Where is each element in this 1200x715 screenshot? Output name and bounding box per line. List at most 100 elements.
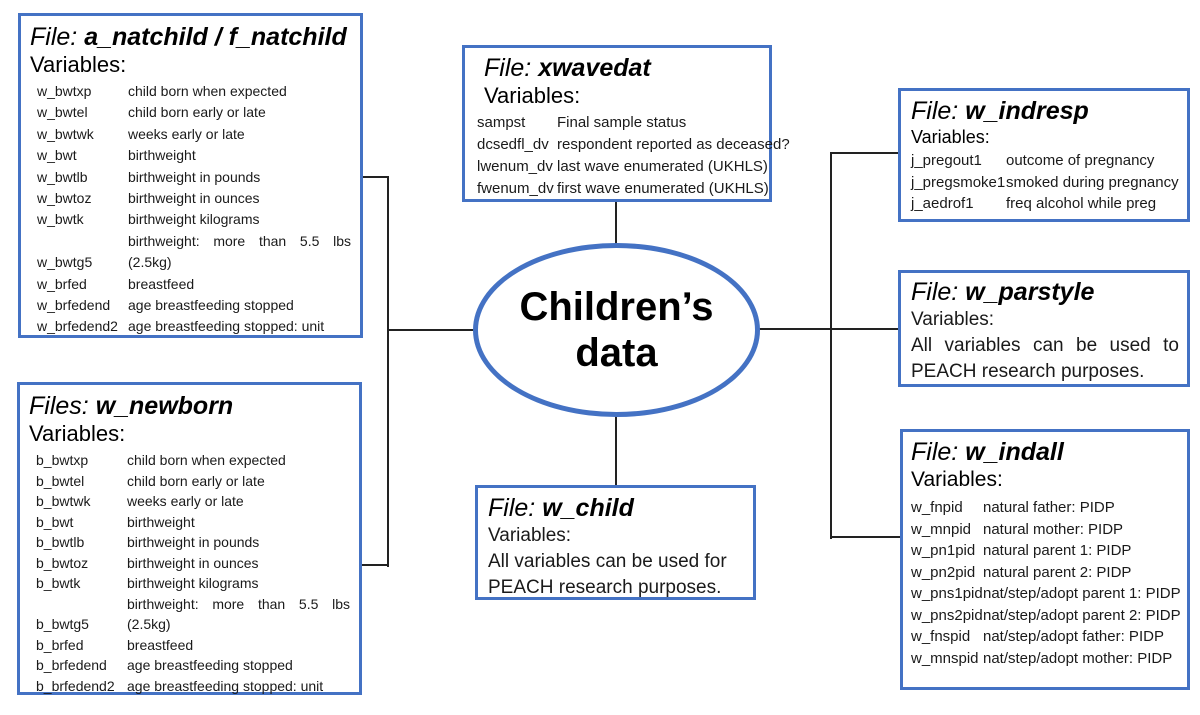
variable-row: b_bwtel child born early or late bbox=[29, 471, 350, 492]
variable-row: b_bwtwk weeks early or late bbox=[29, 491, 350, 512]
file-label: Files: bbox=[29, 392, 96, 420]
file-box-xwavedat: File: xwavedat Variables: sampst Final s… bbox=[462, 45, 790, 202]
center-ellipse: Children’s data bbox=[473, 243, 760, 417]
variables-heading: Variables: bbox=[30, 52, 127, 77]
variable-name: w_pn1pid bbox=[911, 542, 976, 559]
variable-row: j_pregout1 outcome of pregnancy bbox=[911, 150, 1181, 172]
variable-desc: weeks early or late bbox=[128, 125, 245, 142]
variable-row: w_fnspid nat/step/adopt father: PIDP bbox=[911, 626, 1181, 648]
box-body-line: PEACH research purposes. bbox=[488, 577, 722, 598]
variable-row: b_brfedend age breastfeeding stopped bbox=[29, 655, 350, 676]
variable-desc: natural mother: PIDP bbox=[983, 520, 1124, 538]
variable-row: w_pns1pid nat/step/adopt parent 1: PIDP bbox=[911, 583, 1181, 605]
file-name: xwavedat bbox=[538, 54, 651, 82]
variable-name: b_brfedend2 bbox=[36, 677, 115, 694]
file-name: w_parstyle bbox=[965, 278, 1095, 306]
variable-name: w_bwt bbox=[37, 147, 77, 164]
variable-row: birthweight: more than 5.5 lbs bbox=[30, 231, 351, 252]
file-label: File: bbox=[30, 23, 85, 51]
variable-row: b_brfed breastfeed bbox=[29, 635, 350, 656]
connector-right-bottom-stub bbox=[832, 536, 900, 538]
variable-desc: birthweight bbox=[127, 513, 195, 530]
variable-row: w_fnpid natural father: PIDP bbox=[911, 497, 1181, 519]
variable-name: sampst bbox=[477, 114, 526, 131]
variable-row: w_bwtwk weeks early or late bbox=[30, 124, 351, 145]
variable-name: b_bwtxp bbox=[36, 452, 89, 468]
variable-list: sampst Final sample status dcsedfl_dv re… bbox=[477, 112, 790, 200]
variable-desc: birthweight in ounces bbox=[128, 190, 260, 207]
variable-name: w_bwtel bbox=[37, 104, 88, 121]
variable-desc: smoked during pregnancy bbox=[1006, 173, 1179, 191]
variable-desc: child born early or late bbox=[127, 472, 265, 489]
variable-row: w_bwtxp child born when expected bbox=[30, 81, 351, 102]
variable-desc: natural parent 1: PIDP bbox=[983, 542, 1132, 559]
file-name: w_indall bbox=[965, 438, 1064, 466]
connector-right-vertical bbox=[830, 152, 832, 539]
variable-desc: birthweight bbox=[128, 147, 196, 164]
variable-row: j_pregsmoke1 smoked during pregnancy bbox=[911, 172, 1181, 194]
variable-name: b_brfedend bbox=[36, 657, 107, 673]
box-title: File: w_parstyle bbox=[911, 277, 1179, 307]
variable-name: b_bwtg5 bbox=[36, 616, 89, 632]
file-box-newborn: Files: w_newborn Variables: b_bwtxp chil… bbox=[17, 382, 362, 695]
variable-name: w_fnpid bbox=[911, 499, 963, 516]
variable-row: b_bwtxp child born when expected bbox=[29, 450, 350, 471]
file-box-child: File: w_child Variables: All variables c… bbox=[475, 485, 756, 600]
variable-list: b_bwtxp child born when expected b_bwtel… bbox=[29, 450, 350, 696]
variable-row: w_brfed breastfeed bbox=[30, 274, 351, 295]
variable-row: fwenum_dv first wave enumerated (UKHLS) bbox=[477, 178, 769, 200]
variable-desc: age breastfeeding stopped bbox=[128, 297, 294, 314]
file-name: w_child bbox=[542, 494, 634, 522]
variable-name: j_pregsmoke1 bbox=[911, 173, 1006, 191]
variable-desc: child born early or late bbox=[128, 104, 266, 121]
box-title: File: xwavedat bbox=[477, 53, 763, 83]
variable-row: w_pn2pid natural parent 2: PIDP bbox=[911, 562, 1181, 584]
connector-right-top-stub bbox=[832, 152, 898, 154]
variable-desc: breastfeed bbox=[128, 275, 195, 292]
variable-row: w_pns2pid nat/step/adopt parent 2: PIDP bbox=[911, 605, 1181, 627]
variable-name: fwenum_dv bbox=[477, 180, 554, 197]
variable-desc: birthweight in ounces bbox=[127, 554, 259, 571]
variable-desc: birthweight: more than 5.5 lbs bbox=[128, 232, 351, 249]
variable-name: w_bwtg5 bbox=[37, 254, 93, 271]
variable-name: w_pn2pid bbox=[911, 563, 976, 581]
variable-desc: nat/step/adopt father: PIDP bbox=[983, 628, 1164, 645]
variable-row: w_brfedend age breastfeeding stopped bbox=[30, 295, 351, 316]
variable-row: w_bwtlb birthweight in pounds bbox=[30, 167, 351, 188]
variables-heading: Variables: bbox=[29, 421, 126, 446]
variables-heading: Variables: bbox=[911, 127, 990, 147]
file-label: File: bbox=[488, 494, 543, 522]
variable-desc: birthweight kilograms bbox=[127, 575, 259, 591]
variables-heading: Variables: bbox=[488, 525, 572, 546]
variable-desc: nat/step/adopt parent 2: PIDP bbox=[983, 606, 1181, 624]
variable-row: dcsedfl_dv respondent reported as deceas… bbox=[477, 134, 790, 156]
variable-name: w_bwtxp bbox=[37, 83, 92, 99]
variable-row: w_brfedend2 age breastfeeding stopped: u… bbox=[30, 316, 351, 337]
variable-name: w_fnspid bbox=[911, 628, 971, 645]
variable-desc: child born when expected bbox=[128, 83, 287, 99]
variable-row: b_bwtlb birthweight in pounds bbox=[29, 532, 350, 553]
variable-desc: birthweight: more than 5.5 lbs bbox=[127, 595, 350, 612]
variable-desc: outcome of pregnancy bbox=[1006, 152, 1155, 169]
connector-ellipse-to-right bbox=[759, 328, 899, 330]
variable-list: j_pregout1 outcome of pregnancy j_pregsm… bbox=[911, 150, 1181, 215]
variable-desc: nat/step/adopt parent 1: PIDP bbox=[983, 585, 1181, 602]
variable-row: j_aedrof1 freq alcohol while preg bbox=[911, 193, 1181, 215]
variable-row: w_bwtg5 (2.5kg) bbox=[30, 252, 351, 273]
box-body-line: All variables can be used to bbox=[911, 335, 1179, 356]
connector-left-vertical bbox=[387, 176, 389, 567]
variable-row: b_bwtk birthweight kilograms bbox=[29, 573, 350, 594]
variable-row: w_bwt birthweight bbox=[30, 145, 351, 166]
variable-name: w_mnspid bbox=[911, 649, 979, 667]
variable-name: w_brfedend2 bbox=[37, 318, 118, 335]
variable-list: w_fnpid natural father: PIDP w_mnpid nat… bbox=[911, 497, 1181, 669]
variable-name: w_bwtlb bbox=[37, 168, 88, 185]
variable-desc: (2.5kg) bbox=[127, 616, 171, 632]
variable-desc: age breastfeeding stopped: unit bbox=[127, 677, 324, 694]
file-box-indresp: File: w_indresp Variables: j_pregout1 ou… bbox=[898, 88, 1190, 222]
variables-heading: Variables: bbox=[911, 309, 995, 330]
variable-row: w_bwtk birthweight kilograms bbox=[30, 209, 351, 230]
variable-desc: breastfeed bbox=[127, 636, 194, 653]
variable-desc: child born when expected bbox=[127, 452, 286, 468]
variable-desc: (2.5kg) bbox=[128, 254, 172, 271]
